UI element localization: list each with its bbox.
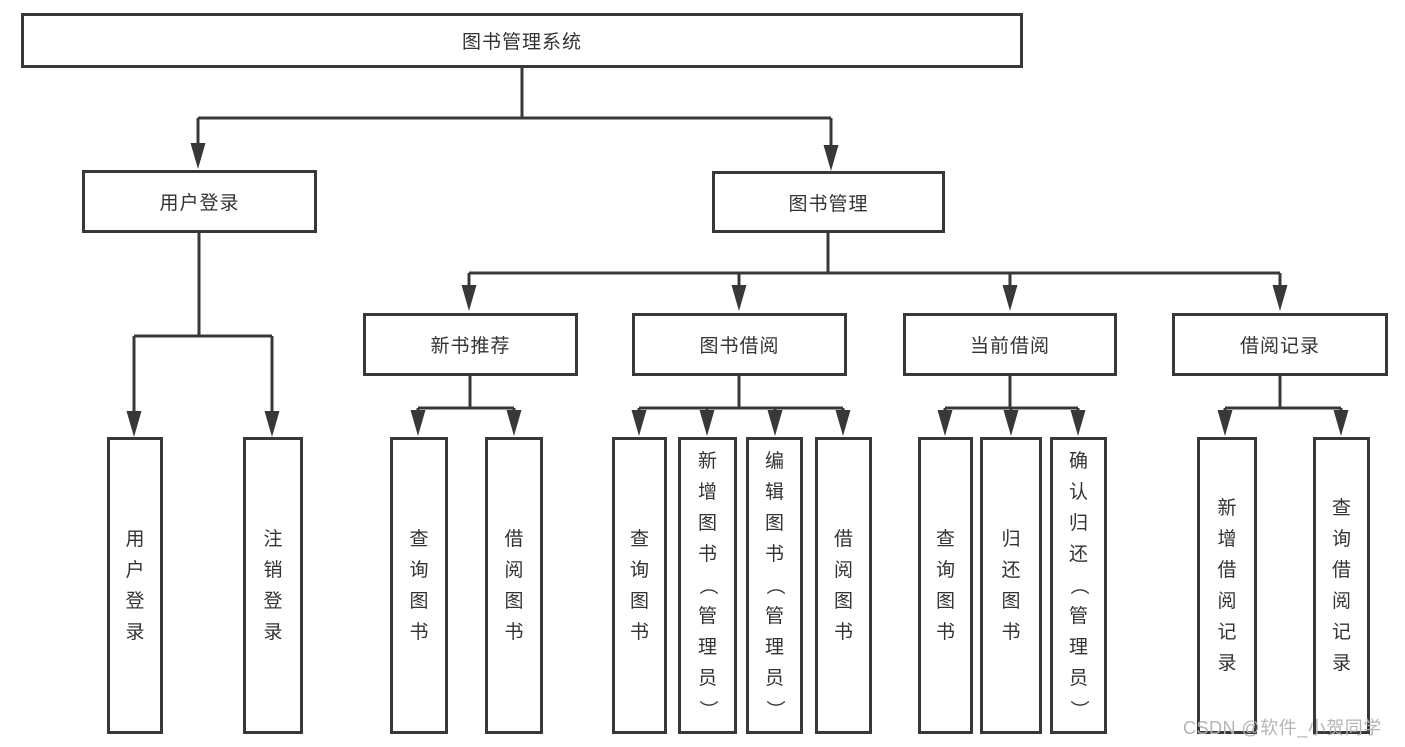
leaf-borrow-books: 借阅图书 [815,437,872,734]
arrowhead [264,411,280,437]
node-label: 用户登录 [159,193,240,214]
watermark: CSDN @软件_小贺同学 [1183,718,1382,738]
arrowhead [1333,410,1349,436]
arrowhead [1003,410,1019,436]
leaf-query-books-current: 查询图书 [918,437,973,734]
leaf-query-books-recommend: 查询图书 [390,437,448,734]
node-user-login: 用户登录 [82,170,317,233]
leaf-label: 借阅图书 [833,528,853,643]
leaf-label: 查询图书 [629,528,649,643]
node-book-borrowing: 图书借阅 [632,313,847,376]
leaf-return-books: 归还图书 [980,437,1042,734]
leaf-label: 借阅图书 [504,528,524,643]
leaf-add-books-admin: 新增图书（管理员） [678,437,737,734]
leaf-label: 用户登录 [125,528,145,643]
leaf-label: 查询图书 [409,528,429,643]
leaf-label: 归还图书 [1001,528,1021,643]
leaf-label: 查询借阅记录 [1331,497,1351,674]
node-label: 新书推荐 [430,336,511,357]
node-book-management: 图书管理 [712,171,945,233]
arrowhead [506,410,522,436]
leaf-label: 查询图书 [935,528,955,643]
arrowhead [835,410,851,436]
node-current-borrowing: 当前借阅 [903,313,1117,376]
arrowhead [190,143,206,169]
leaf-borrow-books-recommend: 借阅图书 [485,437,543,734]
leaf-add-borrow-record: 新增借阅记录 [1197,437,1257,734]
node-borrowing-records: 借阅记录 [1172,313,1388,376]
arrowhead [699,410,715,436]
arrowhead [823,145,839,171]
arrowhead [461,285,477,311]
arrowhead [731,285,747,311]
leaf-query-books-borrow: 查询图书 [612,437,667,734]
leaf-logout: 注销登录 [243,437,303,734]
arrowhead [1272,285,1288,311]
arrowhead [631,410,647,436]
arrowhead [410,410,426,436]
node-new-book-recommendation: 新书推荐 [363,313,578,376]
node-library-management-system: 图书管理系统 [21,13,1023,68]
leaf-edit-books-admin: 编辑图书（管理员） [746,437,803,734]
leaf-label: 新增借阅记录 [1217,497,1237,674]
leaf-label: 编辑图书（管理员） [763,451,785,720]
leaf-label: 新增图书（管理员） [696,451,718,720]
node-label: 图书管理系统 [461,32,582,53]
arrowhead [126,411,142,437]
node-label: 当前借阅 [969,336,1050,357]
arrowhead [1070,410,1086,436]
leaf-query-borrow-record: 查询借阅记录 [1313,437,1370,734]
leaf-label: 注销登录 [263,528,283,643]
leaf-confirm-return-admin: 确认归还（管理员） [1050,437,1107,734]
node-label: 图书管理 [788,193,869,215]
node-label: 图书借阅 [699,336,780,357]
arrowhead [767,410,783,436]
arrowhead [1002,285,1018,311]
leaf-user-login: 用户登录 [107,437,163,734]
arrowhead [1217,410,1233,436]
node-label: 借阅记录 [1239,336,1320,357]
leaf-label: 确认归还（管理员） [1067,451,1089,720]
arrowhead [937,410,953,436]
